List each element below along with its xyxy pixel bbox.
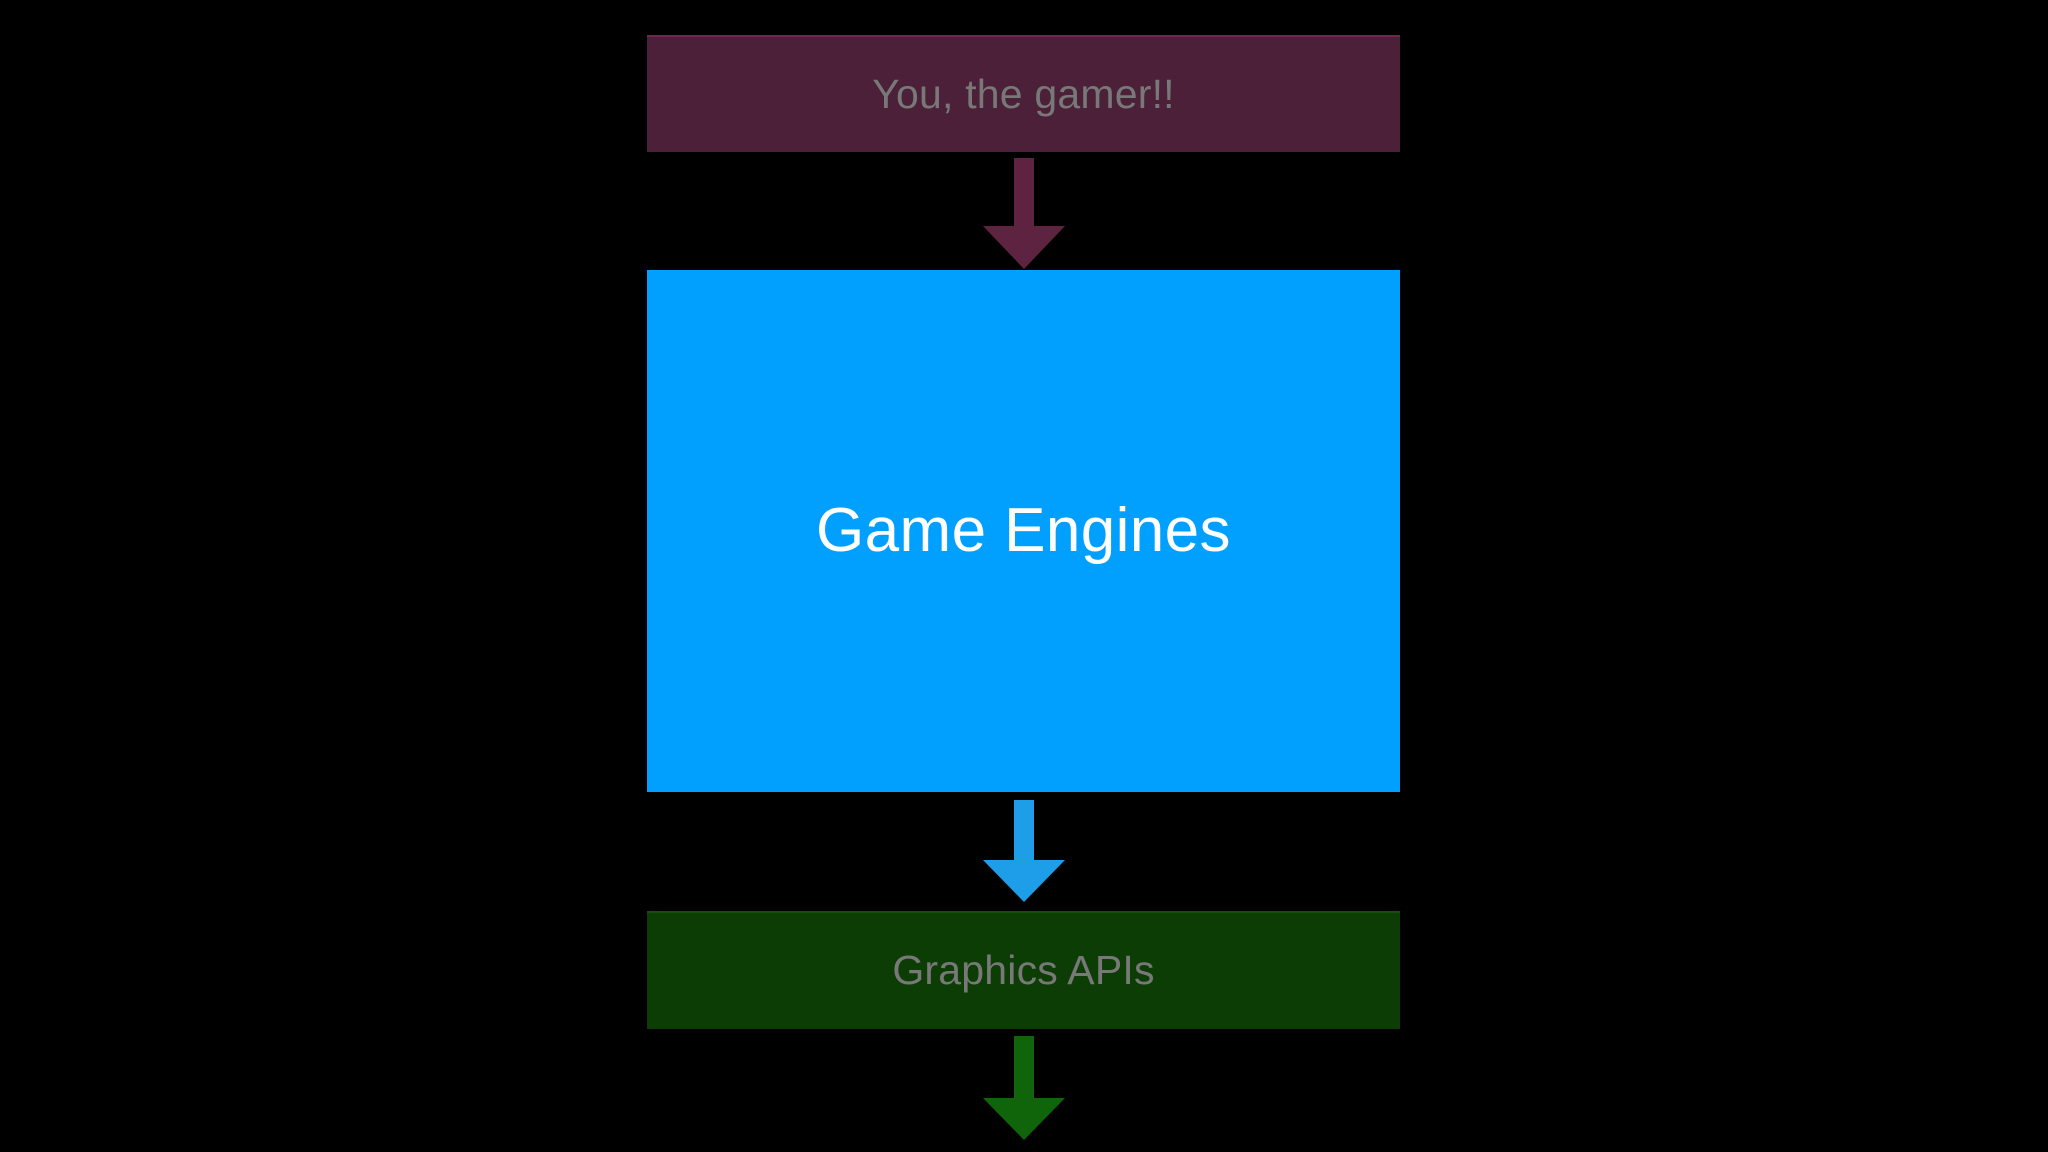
arrow-shaft bbox=[1014, 1036, 1034, 1098]
node-label-graphics-apis: Graphics APIs bbox=[892, 947, 1155, 994]
arrow-head-down-icon bbox=[983, 860, 1065, 902]
node-label-you-the-gamer: You, the gamer!! bbox=[872, 70, 1175, 117]
node-game-engines[interactable]: Game Engines bbox=[647, 270, 1400, 792]
node-label-game-engines: Game Engines bbox=[816, 495, 1231, 565]
arrow-head-down-icon bbox=[983, 1098, 1065, 1140]
node-graphics-apis[interactable]: Graphics APIs bbox=[647, 911, 1400, 1029]
arrow-head-down-icon bbox=[983, 226, 1065, 269]
arrow-shaft bbox=[1014, 800, 1034, 860]
arrow-shaft bbox=[1014, 158, 1034, 226]
node-you-the-gamer[interactable]: You, the gamer!! bbox=[647, 35, 1400, 152]
